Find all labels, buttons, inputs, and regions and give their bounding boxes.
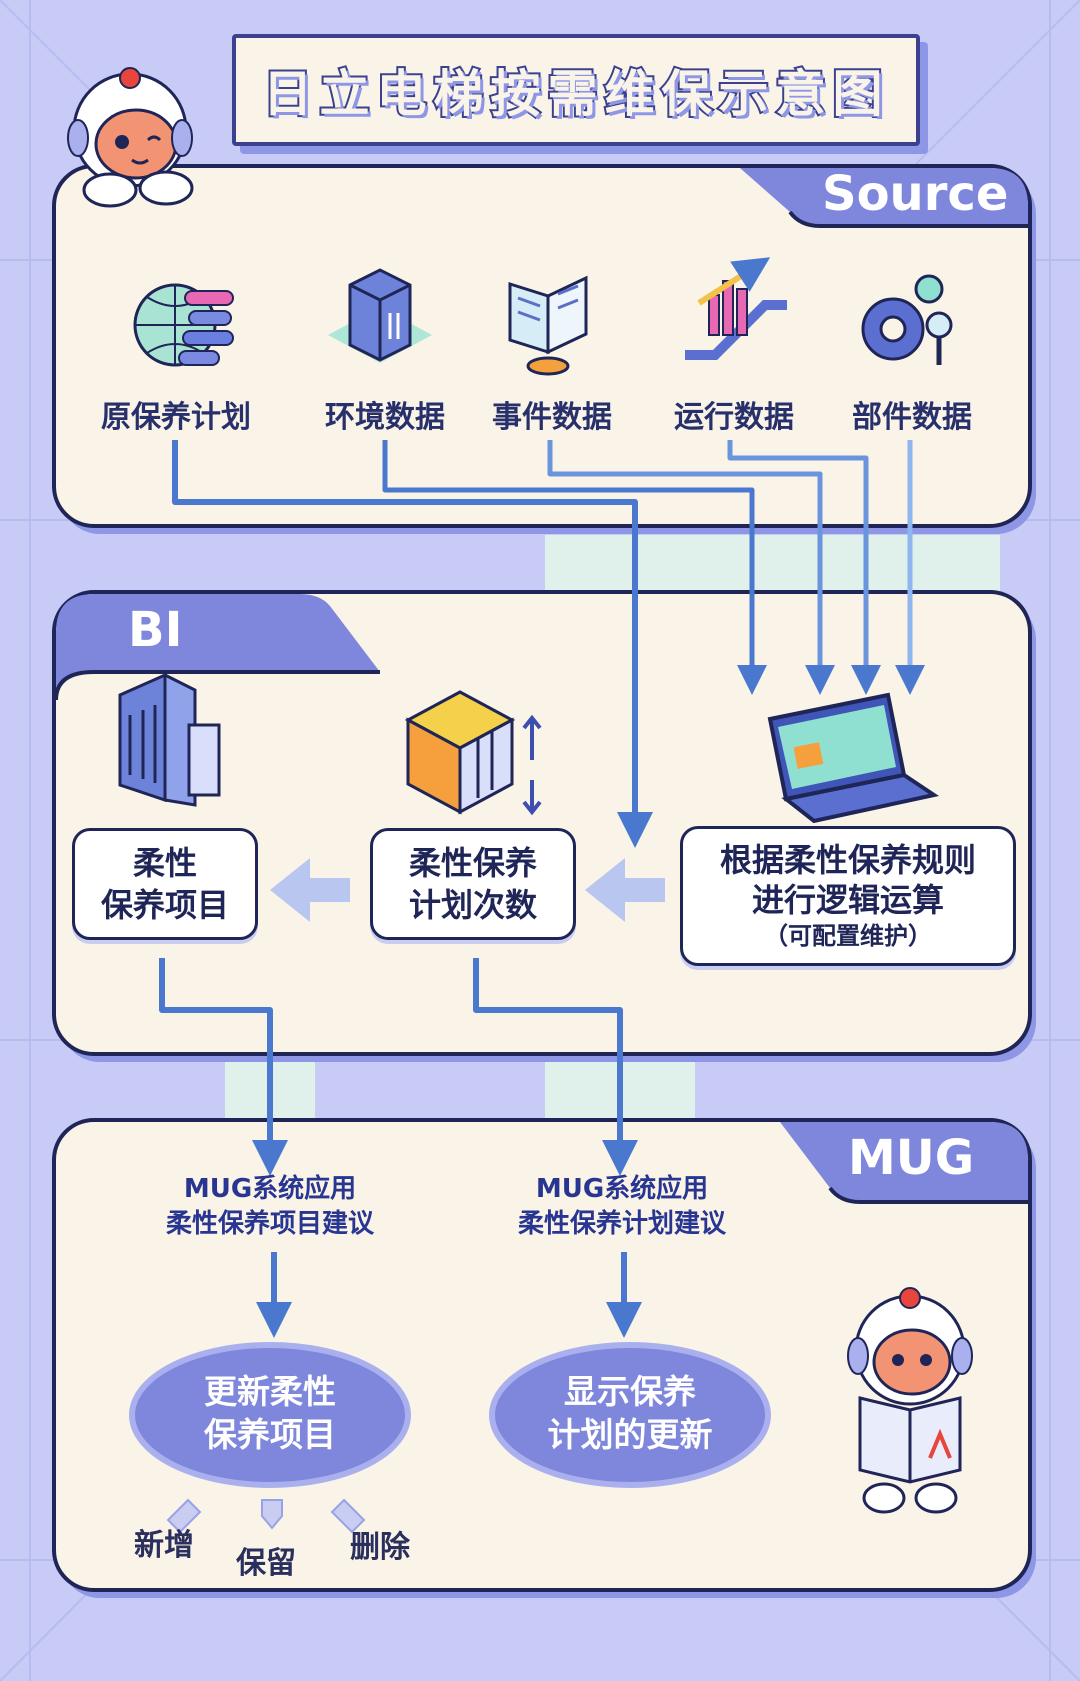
arrow-plan [172,440,653,848]
elevator-box-icon [404,690,542,816]
result-left-line1: 更新柔性 [204,1372,336,1411]
source-label-events: 事件数据 [492,400,612,435]
box-plan-count: 柔性保养 计划次数 [370,828,576,940]
arrow-count-to-items [270,858,350,922]
arrow-logic-to-count [585,858,665,922]
arrow-run [727,440,881,695]
source-label-environment: 环境数据 [325,400,445,435]
box-flexible-items-line1: 柔性 [132,844,197,882]
action-keep: 保留 [236,1546,296,1581]
result-update-items: 更新柔性 保养项目 [140,1370,400,1456]
mug-app-right-line2: 柔性保养计划建议 [517,1209,726,1239]
bi-mug-arrows [159,958,642,1338]
box-logic-line1: 根据柔性保养规则 [719,841,976,879]
result-right-line1: 显示保养 [564,1372,696,1411]
document-stand-icon [508,275,588,376]
mug-app-left-line2: 柔性保养项目建议 [165,1209,374,1239]
arrow-event [547,440,835,695]
gears-icon [861,274,953,365]
section-label-bi: BI [128,602,183,658]
source-label-maintenance-plan: 原保养计划 [101,400,251,435]
elevator-cube-icon [328,268,432,363]
source-arrows [172,440,925,848]
result-right-line2: 计划的更新 [547,1415,713,1454]
box-flexible-items: 柔性 保养项目 [72,828,258,940]
action-add: 新增 [134,1528,194,1563]
section-label-mug: MUG [848,1130,975,1186]
section-label-source: Source [822,166,1009,222]
mug-app-left-line1: MUG系统应用 [183,1174,357,1204]
source-label-operation: 运行数据 [674,400,794,435]
action-arrows [166,1498,366,1534]
mug-app-right-line1: MUG系统应用 [535,1174,709,1204]
mug-app-items-suggestion: MUG系统应用 柔性保养项目建议 [100,1172,440,1242]
box-plan-count-line2: 计划次数 [408,886,537,924]
ellipse-update-items [129,1342,411,1488]
action-delete: 删除 [350,1530,410,1565]
box-logic-calculation: 根据柔性保养规则 进行逻辑运算 （可配置维护） [680,826,1016,966]
source-panel [52,164,1036,534]
mascot-top-icon [67,67,194,208]
laptop-icon [767,692,940,824]
arrow-count-to-mug [473,958,638,1176]
connector-band-source-bi [545,535,1000,595]
box-logic-line3: （可配置维护） [764,922,932,950]
box-logic-line2: 进行逻辑运算 [751,881,944,919]
box-flexible-items-line2: 保养项目 [100,886,229,924]
globe-plan-icon [133,283,234,367]
result-left-line2: 保养项目 [204,1415,336,1454]
source-label-parts: 部件数据 [852,400,972,435]
arrow-items-to-mug [159,958,288,1176]
box-plan-count-line1: 柔性保养 [408,844,537,882]
bi-flow-arrows [270,858,665,922]
escalator-chart-icon [685,257,787,360]
arrow-env [382,440,767,695]
mascot-reading-icon [847,1287,973,1514]
ellipse-show-plan [489,1342,771,1488]
mug-app-plan-suggestion: MUG系统应用 柔性保养计划建议 [452,1172,792,1242]
title-banner: 日立电梯按需维保示意图 [232,34,920,146]
result-show-plan: 显示保养 计划的更新 [500,1370,760,1456]
page-title: 日立电梯按需维保示意图 [261,63,890,125]
building-icon [118,672,221,807]
